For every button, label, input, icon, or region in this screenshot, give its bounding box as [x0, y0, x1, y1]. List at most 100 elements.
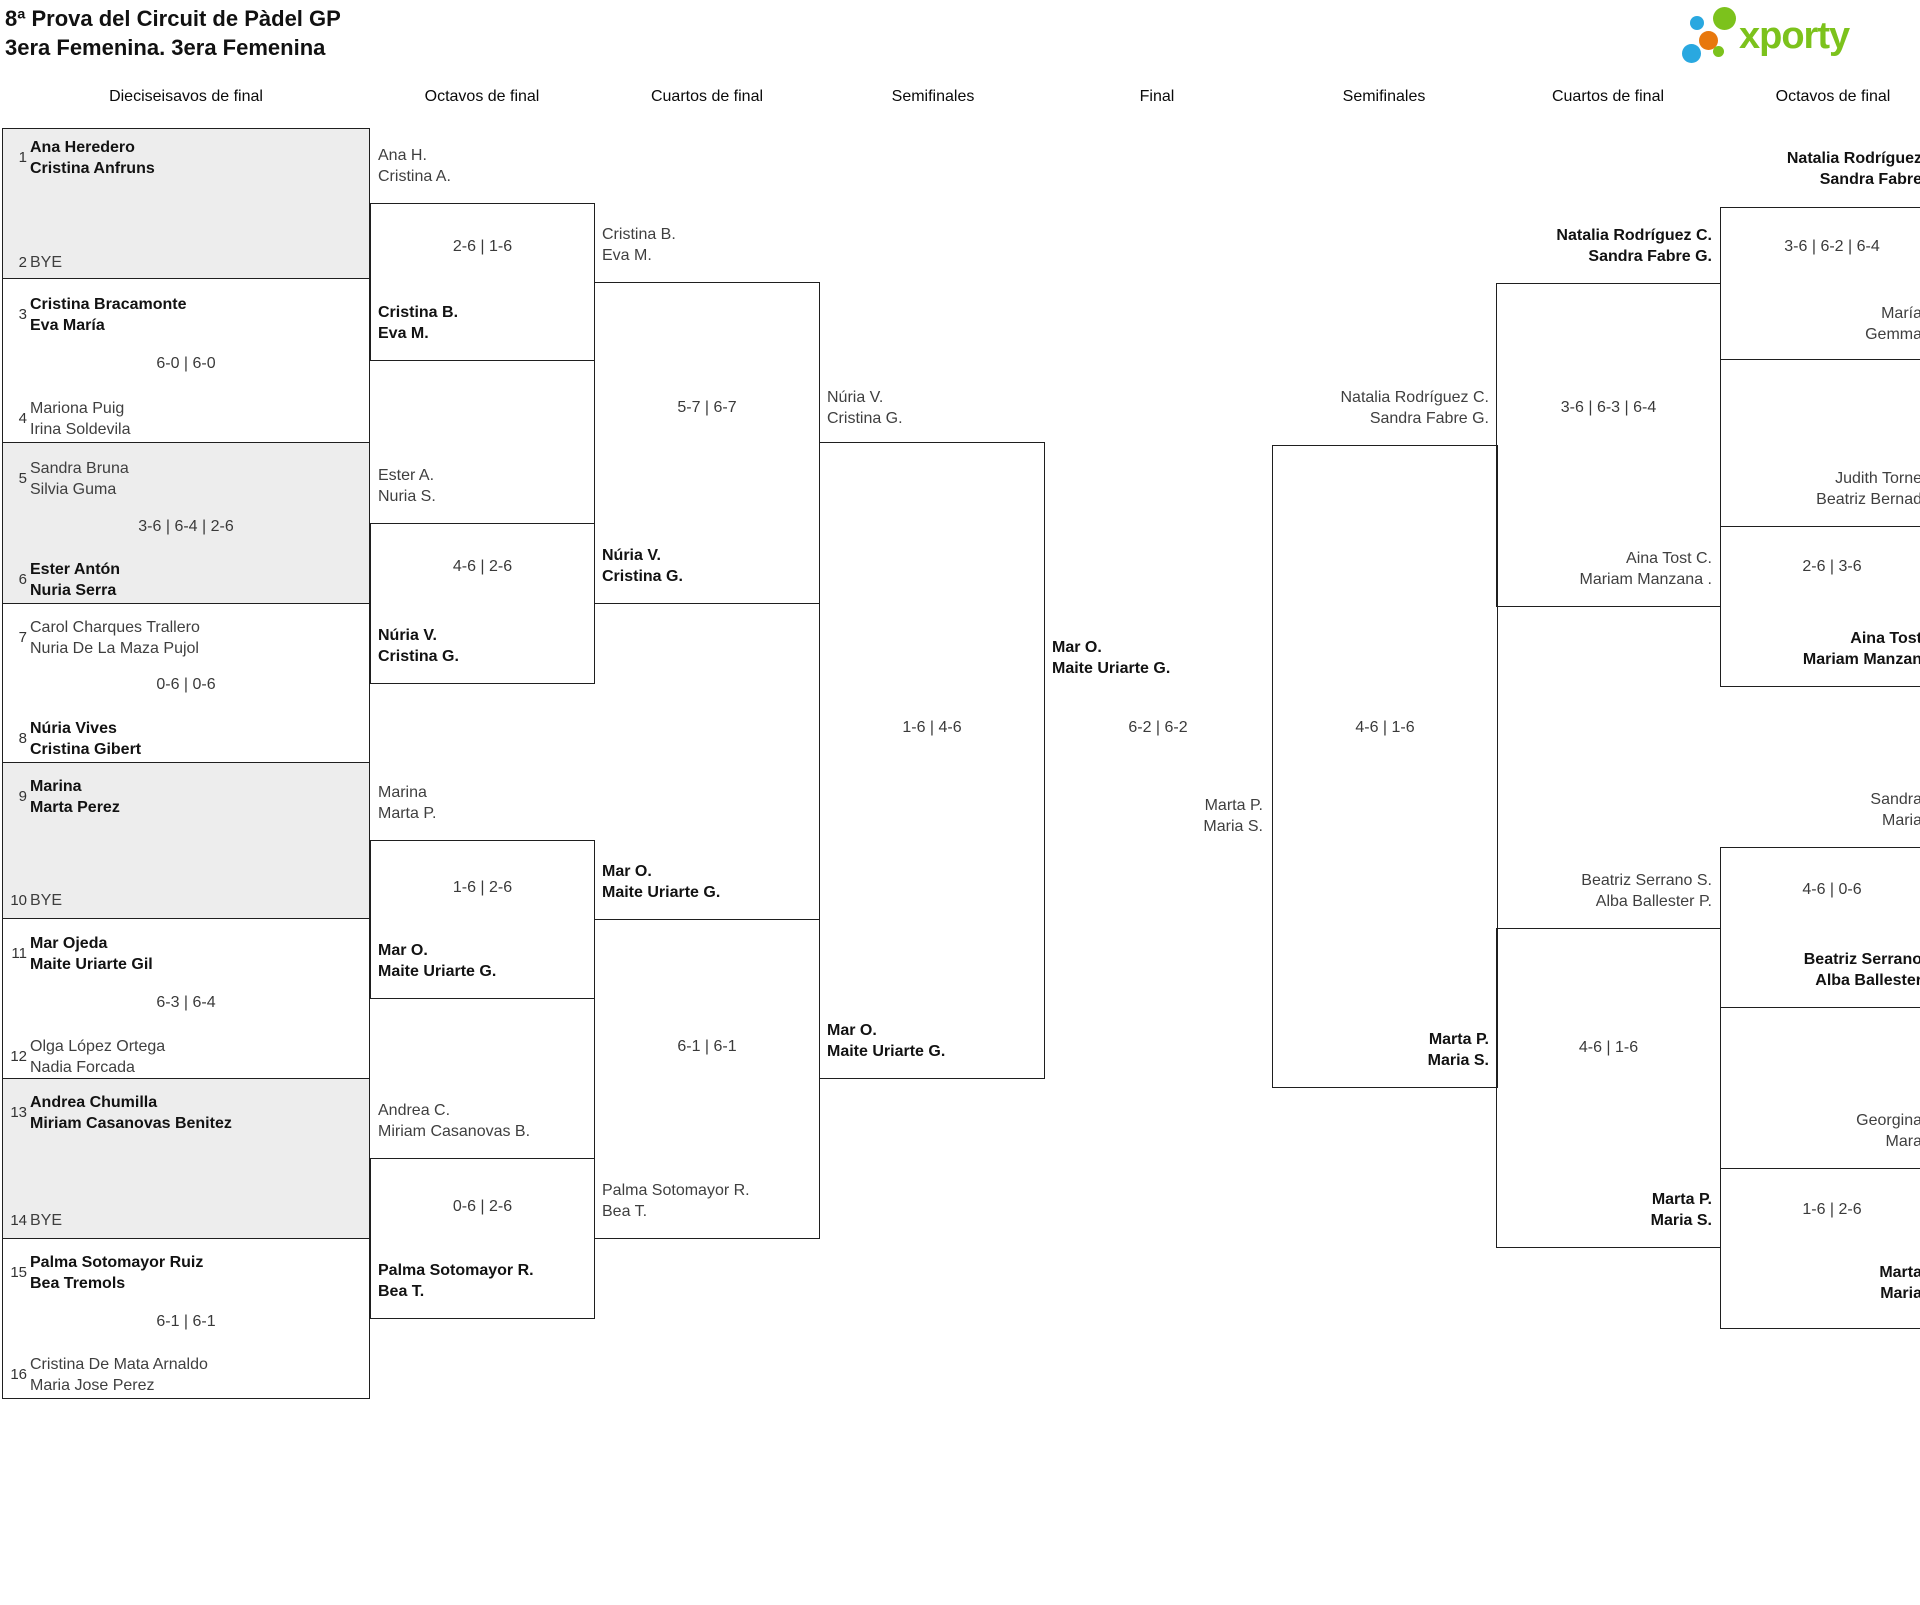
match-score: 1-6 | 2-6	[1802, 1201, 1862, 1218]
seed-number: 15	[10, 1264, 27, 1281]
round-header-octavos-right: Octavos de final	[1775, 88, 1891, 105]
match-box[interactable]	[2, 1238, 370, 1399]
team-label: Ana Heredero Cristina Anfruns	[30, 139, 155, 177]
seed-number: 14	[10, 1212, 27, 1229]
team-label: Carol Charques Trallero Nuria De La Maza…	[30, 619, 200, 657]
team-label: Beatriz Serrano S. Alba Ballester P.	[1581, 872, 1712, 910]
seed-number: 8	[18, 730, 27, 747]
team-label: Mar O. Maite Uriarte G.	[1052, 639, 1171, 677]
team-label: Marina Marta Perez	[30, 778, 120, 816]
team-label: Andrea Chumilla Miriam Casanovas Benitez	[30, 1094, 232, 1132]
match-box[interactable]	[594, 919, 820, 1239]
seed-number: 7	[18, 629, 27, 646]
team-label: Marta P. Maria S.	[1427, 1031, 1489, 1069]
logo-dot-blue-bottom	[1682, 44, 1701, 63]
team-label: Natalia Rodríguez Sandra Fabre	[1786, 150, 1920, 188]
team-label: Aina Tost C. Mariam Manzana .	[1579, 550, 1713, 588]
team-label: Marta P. Maria S.	[1203, 797, 1263, 835]
match-score: 2-6 | 1-6	[452, 238, 513, 255]
team-label: Ester A. Nuria S.	[378, 467, 436, 505]
logo-dot-green-big	[1713, 7, 1736, 30]
team-label: Palma Sotomayor Ruiz Bea Tremols	[30, 1254, 204, 1292]
seed-number: 11	[11, 945, 27, 962]
team-label: Georgina Mara	[1856, 1112, 1920, 1150]
team-label: Judith Torne Beatriz Bernad	[1816, 470, 1920, 508]
match-box[interactable]	[819, 442, 1045, 1079]
match-box[interactable]	[1496, 283, 1721, 607]
seed-number: 12	[10, 1048, 27, 1065]
match-score: 3-6 | 6-2 | 6-4	[1784, 238, 1880, 255]
match-score: 6-1 | 6-1	[677, 1038, 737, 1055]
match-score: 4-6 | 1-6	[1578, 1039, 1639, 1056]
team-label: Natalia Rodríguez C. Sandra Fabre G.	[1556, 227, 1712, 265]
match-score: 2-6 | 3-6	[1802, 558, 1862, 575]
match-box[interactable]	[1496, 928, 1721, 1248]
seed-number: 3	[18, 306, 27, 323]
team-label: Mar Ojeda Maite Uriarte Gil	[30, 935, 153, 973]
match-score: 1-6 | 2-6	[452, 879, 513, 896]
match-box[interactable]	[1720, 207, 1920, 360]
logo-dot-green-small	[1713, 46, 1724, 57]
round-header-octavos-left: Octavos de final	[424, 88, 540, 105]
team-label: Mar O. Maite Uriarte G.	[602, 863, 721, 901]
team-label: Marta P. Maria S.	[1650, 1191, 1712, 1229]
round-header-semis-left: Semifinales	[891, 88, 975, 105]
team-label: Cristina Bracamonte Eva María	[30, 296, 187, 334]
match-box[interactable]	[2, 762, 370, 919]
match-box[interactable]	[1720, 1168, 1920, 1329]
team-label: Marina Marta P.	[378, 784, 437, 822]
team-label: Cristina B. Eva M.	[378, 304, 459, 342]
team-label: Sandra Bruna Silvia Guma	[30, 460, 129, 498]
team-label: Mar O. Maite Uriarte G.	[827, 1022, 946, 1060]
seed-number: 13	[10, 1104, 27, 1121]
team-label: Núria Vives Cristina Gibert	[30, 720, 142, 758]
match-score: 5-7 | 6-7	[677, 399, 737, 416]
seed-number: 16	[10, 1366, 27, 1383]
team-label: BYE	[30, 1212, 63, 1229]
match-score: 4-6 | 2-6	[452, 558, 513, 575]
seed-number: 6	[18, 571, 27, 588]
match-score: 6-3 | 6-4	[156, 994, 216, 1011]
seed-number: 2	[18, 254, 27, 271]
match-score: 3-6 | 6-4 | 2-6	[138, 518, 234, 535]
match-score: 6-1 | 6-1	[156, 1313, 216, 1330]
team-label: Mariona Puig Irina Soldevila	[30, 400, 131, 438]
round-header-semis-right: Semifinales	[1342, 88, 1426, 105]
page-title: 8ª Prova del Circuit de Pàdel GP 3era Fe…	[5, 6, 341, 60]
team-label: Andrea C. Miriam Casanovas B.	[378, 1102, 531, 1140]
match-score: 3-6 | 6-3 | 6-4	[1560, 399, 1657, 416]
round-header-r32-left: Dieciseisavos de final	[109, 88, 263, 105]
seed-number: 9	[18, 788, 27, 805]
team-label: Olga López Ortega Nadia Forcada	[30, 1038, 166, 1076]
match-box[interactable]	[2, 1078, 370, 1239]
team-label: Núria V. Cristina G.	[827, 389, 903, 427]
logo-dot-orange	[1699, 31, 1718, 50]
match-score: 0-6 | 2-6	[452, 1198, 513, 1215]
team-label: Sandra Maria	[1870, 791, 1920, 829]
team-label: Núria V. Cristina G.	[602, 547, 683, 585]
seed-number: 10	[10, 892, 27, 909]
team-label: Aina Tost Mariam Manzan	[1802, 630, 1920, 668]
match-score: 6-0 | 6-0	[156, 355, 216, 372]
team-label: Natalia Rodríguez C. Sandra Fabre G.	[1340, 389, 1489, 427]
match-box[interactable]	[1720, 847, 1920, 1008]
round-header-cuartos-left: Cuartos de final	[650, 88, 764, 105]
team-label: Beatriz Serrano Alba Ballester	[1803, 951, 1920, 989]
team-label: Palma Sotomayor R. Bea T.	[378, 1262, 534, 1300]
team-label: Mar O. Maite Uriarte G.	[378, 942, 497, 980]
logo-text: xporty	[1739, 15, 1850, 57]
team-label: María Gemma	[1865, 305, 1920, 343]
match-score: 4-6 | 0-6	[1802, 881, 1862, 898]
logo-dot-blue-top	[1690, 16, 1704, 30]
seed-number: 5	[18, 470, 27, 487]
team-label: Ester Antón Nuria Serra	[30, 561, 121, 599]
match-box[interactable]	[1272, 445, 1498, 1088]
team-label: Cristina De Mata Arnaldo Maria Jose Pere…	[30, 1356, 208, 1394]
match-score: 0-6 | 0-6	[156, 676, 216, 693]
team-label: BYE	[30, 254, 63, 271]
match-box[interactable]	[2, 442, 370, 604]
match-score: 4-6 | 1-6	[1355, 719, 1415, 736]
round-header-cuartos-right: Cuartos de final	[1551, 88, 1665, 105]
match-box[interactable]	[1720, 526, 1920, 687]
